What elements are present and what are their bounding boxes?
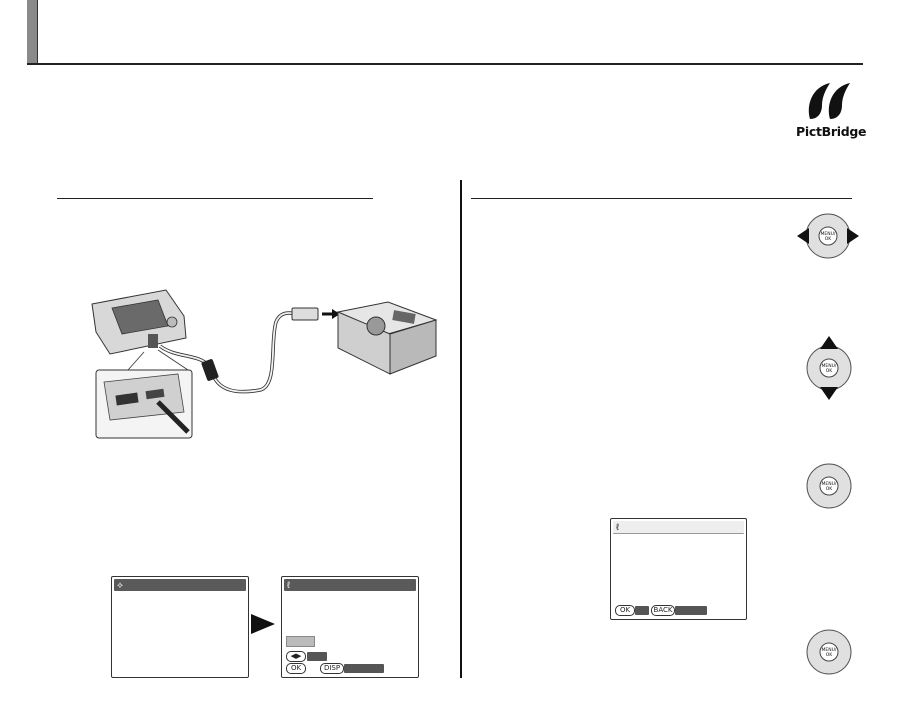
four-way-selector-up-down-icon: MENU/ OK	[803, 335, 855, 401]
right-triangle-arrow-icon	[251, 614, 275, 634]
screen-title-bar: ℓ	[284, 579, 416, 591]
svg-text:MENU/: MENU/	[822, 481, 837, 487]
right-section-rule	[471, 198, 852, 199]
ok-button-hint: OK	[615, 605, 635, 616]
pictbridge-screen: ℓ ◀▶ OK DISP	[281, 576, 419, 678]
header-rule	[27, 63, 863, 65]
four-way-selector-left-right-icon: MENU/ OK	[795, 208, 861, 264]
camera-printer-connection-illustration	[91, 289, 438, 439]
svg-text:MENU/: MENU/	[822, 647, 837, 653]
ok-button-hint: OK	[286, 663, 306, 674]
print-confirm-screen: ℓ OK BACK	[610, 518, 747, 620]
svg-text:MENU/: MENU/	[821, 231, 836, 237]
screen-title-bar: ℓ	[613, 521, 744, 534]
svg-text:OK: OK	[826, 368, 834, 374]
svg-text:OK: OK	[826, 652, 834, 658]
back-button-hint: BACK	[651, 605, 675, 616]
usb-icon: ⟡	[117, 580, 123, 590]
selector-hint-bar	[307, 652, 327, 661]
camera-icon	[91, 289, 187, 355]
usb-port-detail-inset	[95, 369, 193, 439]
usb-mode-screen: ⟡	[111, 576, 249, 678]
printer-icon	[336, 301, 438, 375]
disp-button-hint: DISP	[320, 663, 344, 674]
ok-hint-bar	[635, 606, 649, 615]
back-hint-bar	[675, 606, 707, 615]
screen-title-bar: ⟡	[114, 579, 246, 591]
preview-thumbnail	[286, 636, 315, 647]
disp-hint-bar	[344, 664, 384, 673]
pictbridge-icon: ℓ	[616, 522, 619, 532]
svg-text:MENU/: MENU/	[822, 363, 837, 369]
column-divider	[460, 180, 462, 678]
four-way-selector-icon: MENU/ OK	[803, 626, 855, 678]
pictbridge-icon: ℓ	[287, 580, 290, 590]
svg-text:OK: OK	[825, 236, 833, 242]
pictbridge-logo-text: PictBridge	[796, 124, 867, 139]
left-right-arrows-icon: ◀▶	[286, 651, 306, 662]
four-way-selector-icon: MENU/ OK	[803, 460, 855, 512]
pictbridge-logo-icon	[808, 83, 850, 119]
section-marker-bar	[27, 0, 38, 64]
left-section-rule	[57, 198, 373, 199]
svg-text:OK: OK	[826, 486, 834, 492]
